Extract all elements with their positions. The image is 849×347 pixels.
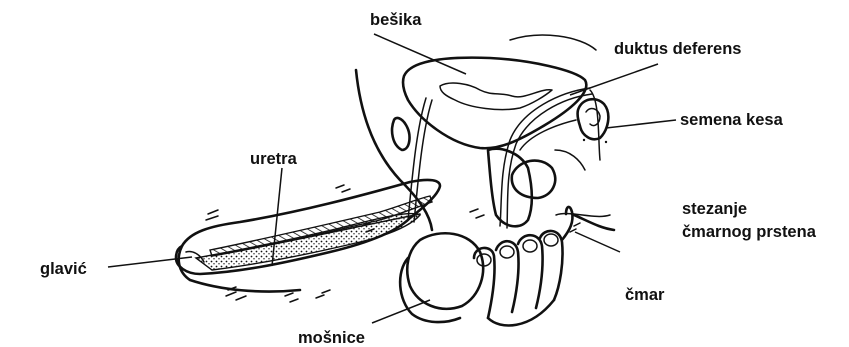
label-glans: glavić bbox=[40, 260, 87, 278]
label-seminal-vesicle: semena kesa bbox=[680, 111, 784, 129]
body-outline bbox=[356, 35, 610, 230]
scrotum bbox=[400, 233, 483, 322]
leader-lines bbox=[108, 34, 676, 323]
seminal-vesicle bbox=[578, 99, 609, 143]
label-anus: čmar bbox=[625, 286, 665, 304]
label-anal-sphincter-2: čmarnog prstena bbox=[682, 223, 817, 241]
label-scrotum: mošnice bbox=[298, 329, 365, 347]
label-vas-deferens: duktus deferens bbox=[614, 40, 741, 58]
label-anal-sphincter-1: stezanje bbox=[682, 200, 747, 218]
anal-sphincter bbox=[562, 207, 614, 240]
prostate bbox=[488, 149, 555, 227]
label-bladder: bešika bbox=[370, 11, 422, 29]
label-urethra: uretra bbox=[250, 150, 298, 168]
hand bbox=[474, 231, 563, 326]
